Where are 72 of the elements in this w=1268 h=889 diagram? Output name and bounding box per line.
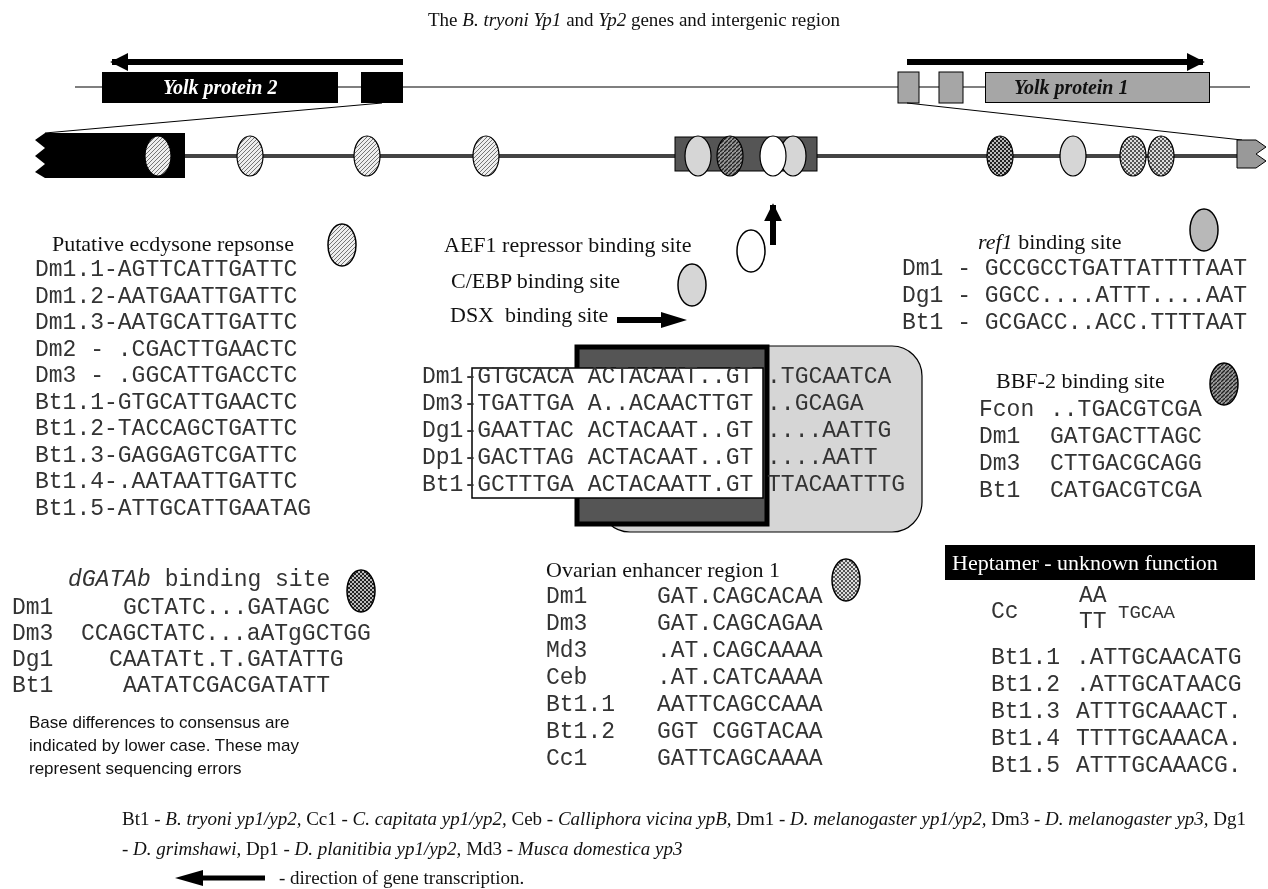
sequence-text: GATTCAGCAAAA [657, 748, 823, 772]
sequence-text: CTTGACGCAGG [1050, 453, 1202, 477]
sequence-text: AATTCAGCCAAA [657, 694, 823, 718]
sequence-text: CATGACGTCGA [1050, 480, 1202, 504]
sequence-text: ..TGACGTCGA [1050, 399, 1202, 423]
sequence-text: GGT CGGTACAA [657, 721, 823, 745]
species-code: Cc [991, 601, 1019, 625]
sequence-text: ATTTGCAAACT. [1076, 701, 1242, 725]
sequence-text: TTTTGCAAACA. [1076, 728, 1242, 752]
sequence-text: TGCAA [1118, 603, 1175, 623]
species-code: Bt1 [979, 480, 1021, 504]
sequence-text: GAT.CAGCACAA [657, 586, 823, 610]
diagram-title: The B. tryoni Yp1 and Yp2 genes and intergenic region [427, 10, 841, 29]
sequence-row: Dm1 - GCCGCCTGATTATTTTAAT [902, 258, 1248, 282]
species-code: Bt1.1 [546, 694, 615, 718]
legend-text: dGATAb binding site [68, 569, 331, 593]
species-code: Bt1.5 [991, 755, 1060, 779]
sequence-row: Bt1.1-GTGCATTGAACTC [35, 391, 298, 415]
sequence-row: Dg1 - GGCC....ATTT....AAT [902, 285, 1248, 309]
sequence-text: GATGACTTAGC [1050, 426, 1202, 450]
sequence-text: GCTATC...GATAGC [123, 597, 331, 621]
legend-text: BBF-2 binding site [996, 369, 1165, 392]
sequence-text: AA [1079, 585, 1107, 609]
species-code: Dm3 [12, 623, 54, 647]
species-code: Bt1.1 [991, 647, 1060, 671]
species-code: Dg1 [12, 649, 54, 673]
sequence-row: Dm3 - .GGCATTGACCTC [35, 365, 298, 389]
sequence-text: ATTTGCAAACG. [1076, 755, 1242, 779]
sequence-row: Bt1 - GCGACC..ACC.TTTTAAT [902, 312, 1248, 336]
legend-text: Ovarian enhancer region 1 [546, 558, 780, 581]
heading-banner: Heptamer - unknown function [945, 545, 1255, 580]
species-code: Bt1.2 [991, 674, 1060, 698]
sequence-text: CAATATt.T.GATATTG [109, 649, 344, 673]
species-code: Bt1 [12, 675, 54, 699]
sequence-text: AATATCGACGATATT [123, 675, 331, 699]
sequence-row: Bt1.5-ATTGCATTGAATAG [35, 497, 312, 521]
sequence-text: TT [1079, 611, 1107, 635]
sequence-text: CCAGCTATC...aATgGCTGG [81, 623, 371, 647]
legend-text: C/EBP binding site [451, 269, 621, 292]
species-key: Bt1 - B. tryoni yp1/yp2, Cc1 - C. capitata yp1/yp2, Ceb - Calliphora vicina ypB, Dm1 - D. melanogaster yp1/yp2, Dm3 - D. melanogaster yp3, Dg1 - D. grimshawi, Dp1 - D. planitibia yp1/yp2, Md3 - Musca domestica yp3 [122, 804, 1247, 864]
footnote: Base differences to consensus are indicated by lower case. These may represent sequencing errors [29, 712, 300, 780]
legend-text: AEF1 repressor binding site [444, 233, 692, 256]
legend-text: DSX binding site [450, 303, 609, 326]
sequence-text: .AT.CATCAAAA [657, 667, 823, 691]
gene-box: Yolk protein 2 [102, 72, 338, 103]
sequence-row: Dm1.3-AATGCATTGATTC [35, 312, 298, 336]
species-code: Dm3 [979, 453, 1021, 477]
species-code: Fcon [979, 399, 1035, 423]
species-code: Ceb [546, 667, 588, 691]
species-code: Bt1.3 [991, 701, 1060, 725]
legend-text: Putative ecdysone repsonse [52, 232, 294, 255]
species-code: Bt1.2 [546, 721, 615, 745]
legend-text: - direction of gene transcription. [279, 867, 525, 887]
species-code: Cc1 [546, 748, 588, 772]
sequence-row: Dm2 - .CGACTTGAACTC [35, 338, 298, 362]
legend-text: ref1 binding site [978, 230, 1122, 253]
sequence-text: GAT.CAGCAGAA [657, 613, 823, 637]
sequence-text: .ATTGCATAACG [1076, 674, 1242, 698]
sequence-text: .AT.CAGCAAAA [657, 640, 823, 664]
gene-box: Yolk protein 1 [985, 72, 1210, 103]
species-code: Dm1 [979, 426, 1021, 450]
sequence-row: Bt1.2-TACCAGCTGATTC [35, 418, 298, 442]
sequence-row: Bt1.4-.AATAATTGATTC [35, 471, 298, 495]
species-code: Dm3 [546, 613, 588, 637]
sequence-row: Bt1.3-GAGGAGTCGATTC [35, 444, 298, 468]
species-code: Md3 [546, 640, 588, 664]
species-code: Dm1 [12, 597, 54, 621]
sequence-row: Dm1.1-AGTTCATTGATTC [35, 259, 298, 283]
sequence-row: Dm1.2-AATGAATTGATTC [35, 285, 298, 309]
sequence-text: .ATTGCAACATG [1076, 647, 1242, 671]
species-code: Bt1.4 [991, 728, 1060, 752]
species-code: Dm1 [546, 586, 588, 610]
